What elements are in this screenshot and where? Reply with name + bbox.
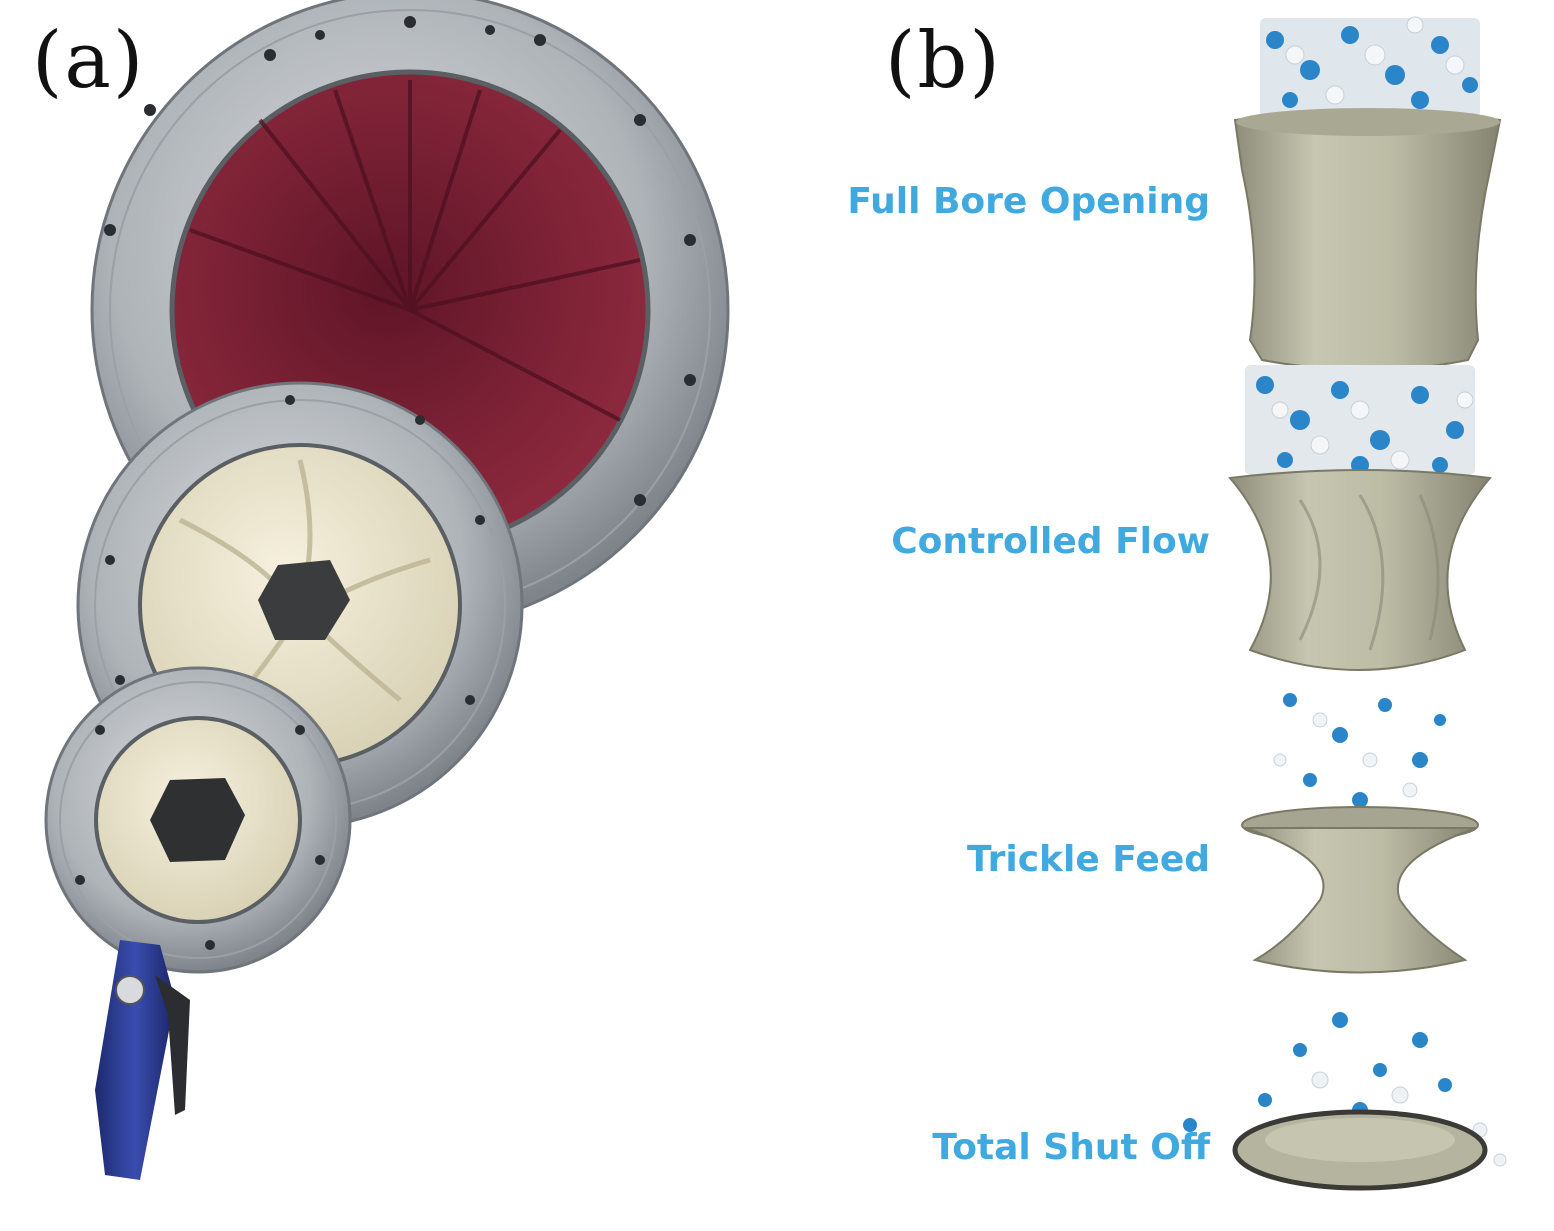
sleeve-full-bore (1233, 108, 1502, 371)
panel-label-b: (b) (885, 16, 1002, 106)
particles-shutoff (1183, 1012, 1507, 1167)
medium-valve-bore (258, 560, 350, 640)
small-valve-bore (150, 778, 245, 862)
sleeve-trickle-feed (1241, 806, 1479, 974)
particles-mid (1245, 365, 1475, 475)
sleeve-total-shut-off (1232, 1109, 1488, 1191)
particles-top (1260, 16, 1480, 118)
stage-label-total-shut-off: Total Shut Off (932, 1127, 1210, 1168)
valve-handle (95, 940, 190, 1180)
stage-label-controlled-flow: Controlled Flow (891, 521, 1210, 562)
small-valve (44, 666, 352, 974)
sleeve-controlled-flow (1228, 469, 1492, 671)
panel-label-a: (a) (32, 16, 146, 106)
red-membrane-folds (189, 80, 641, 422)
stage-label-trickle-feed: Trickle Feed (967, 839, 1210, 880)
stage-label-full-bore-opening: Full Bore Opening (847, 181, 1210, 222)
